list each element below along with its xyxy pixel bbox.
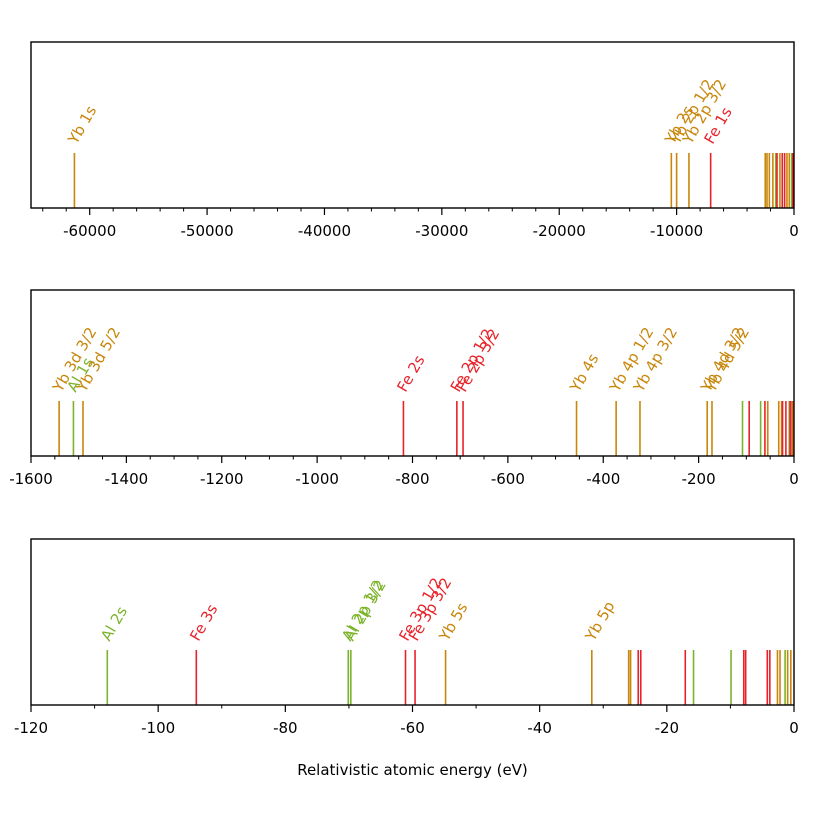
x-tick-label: -200	[682, 470, 716, 488]
x-tick-label: -1000	[295, 470, 339, 488]
x-tick-label: -80	[273, 719, 298, 737]
x-tick-label: -20000	[533, 222, 586, 240]
x-tick-label: -100	[141, 719, 175, 737]
x-tick-label: -50000	[181, 222, 234, 240]
x-tick-label: -10000	[650, 222, 703, 240]
x-axis-label: Relativistic atomic energy (eV)	[297, 761, 528, 779]
line-label: Fe 3s	[186, 601, 221, 644]
x-tick-label: -400	[586, 470, 620, 488]
x-tick-label: -1600	[9, 470, 53, 488]
x-tick-label: 0	[789, 719, 799, 737]
line-label: Yb 1s	[64, 102, 101, 147]
x-tick-label: -1200	[200, 470, 244, 488]
x-tick-label: 0	[789, 470, 799, 488]
line-label: Al 2s	[97, 603, 131, 644]
x-tick-label: -40000	[298, 222, 351, 240]
x-tick-label: -30000	[415, 222, 468, 240]
line-label: Yb 4s	[566, 350, 603, 395]
line-label: Fe 2s	[393, 352, 428, 395]
plot-frame	[30, 41, 795, 209]
x-tick-label: -60	[400, 719, 425, 737]
x-tick-label: -600	[491, 470, 525, 488]
x-tick-label: -800	[395, 470, 429, 488]
line-label: Yb 5p	[581, 598, 618, 645]
x-tick-label: 0	[789, 222, 799, 240]
x-tick-label: -120	[14, 719, 48, 737]
x-tick-label: -60000	[63, 222, 116, 240]
x-tick-label: -1400	[105, 470, 149, 488]
x-tick-label: -20	[655, 719, 680, 737]
x-tick-label: -40	[527, 719, 552, 737]
